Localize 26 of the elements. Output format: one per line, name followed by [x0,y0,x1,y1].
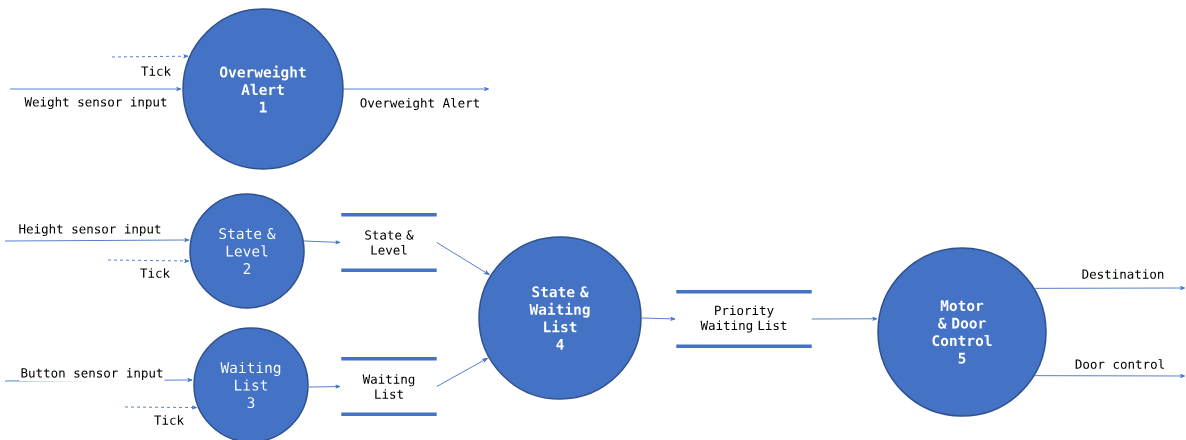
data-store: Priority Waiting List [676,290,812,348]
data-store: Waiting List [341,357,437,416]
arrow [1034,374,1186,378]
arrow [436,357,488,387]
edge-label: Tick [139,65,173,77]
edge-label: Overweight Alert [358,96,482,112]
edge-label: Door control [1073,358,1167,370]
arrow [811,316,878,321]
edge-label: Tick [138,267,172,279]
edge-label: Height sensor input [17,222,163,238]
arrow [111,54,189,59]
arrow [4,238,190,242]
edge-label: Tick [152,414,186,426]
data-store: State & Level [341,213,437,272]
arrow [9,87,182,91]
arrow [308,384,341,389]
arrow [641,316,676,321]
edge-label: Weight sensor input [23,95,169,111]
arrow [107,259,190,263]
edge-label: Destination [1080,268,1166,280]
arrow [436,242,490,276]
arrow [343,87,490,91]
edge-label: Button sensor input [19,366,165,382]
arrow [124,405,197,410]
arrow [303,240,341,245]
arrow [1034,286,1186,290]
